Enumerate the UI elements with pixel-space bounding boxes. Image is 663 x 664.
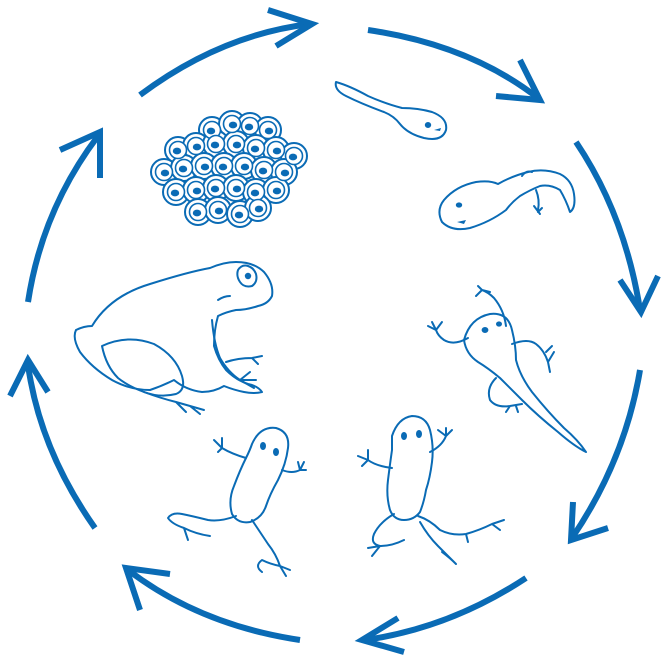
adult-frog-icon xyxy=(75,262,273,414)
froglet-with-tail-icon xyxy=(428,286,586,452)
cycle-arrow-right-upper xyxy=(576,142,658,312)
tadpole-icon xyxy=(336,82,447,139)
tadpole-with-legs-icon xyxy=(439,170,574,229)
cycle-arrow-bottom-left xyxy=(126,568,300,640)
frog-eggs-icon xyxy=(151,111,307,227)
cycle-arrow-left-upper xyxy=(28,132,100,302)
young-frog-icon xyxy=(358,416,504,564)
cycle-arrow-left-lower xyxy=(10,360,95,528)
cycle-arrow-right-lower xyxy=(571,370,640,540)
young-frog-crawling-icon xyxy=(168,428,306,576)
cycle-arrow-top xyxy=(140,10,312,95)
cycle-arrows xyxy=(10,10,658,652)
cycle-arrow-top-right xyxy=(368,30,540,100)
cycle-arrow-bottom-right xyxy=(362,578,526,652)
